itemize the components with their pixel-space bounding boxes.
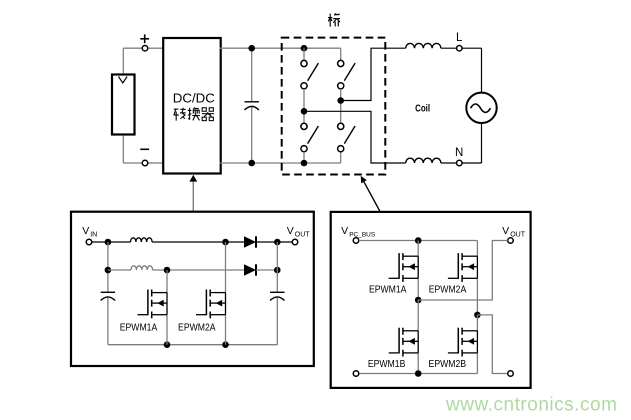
svg-text:N: N — [455, 147, 463, 159]
svg-text:V: V — [341, 225, 348, 237]
svg-text:OUT: OUT — [295, 232, 311, 239]
svg-text:EPWM1A: EPWM1A — [120, 322, 158, 334]
svg-text:V: V — [82, 225, 89, 237]
svg-text:IN: IN — [90, 232, 97, 239]
svg-text:EPWM2A: EPWM2A — [429, 283, 467, 295]
svg-text:L: L — [456, 32, 463, 44]
svg-text:OUT: OUT — [510, 232, 526, 239]
svg-text:V: V — [287, 225, 294, 237]
svg-text:DC/DC: DC/DC — [173, 90, 215, 105]
svg-text:V: V — [502, 225, 509, 237]
svg-text:www.cntronics.com: www.cntronics.com — [445, 395, 617, 416]
svg-text:Coil: Coil — [415, 102, 430, 114]
svg-text:PC_BUS: PC_BUS — [349, 232, 376, 239]
svg-text:EPWM1A: EPWM1A — [369, 283, 407, 295]
svg-text:EPWM1B: EPWM1B — [368, 358, 406, 370]
svg-text:EPWM2A: EPWM2A — [178, 322, 216, 334]
svg-text:EPWM2B: EPWM2B — [429, 358, 467, 370]
